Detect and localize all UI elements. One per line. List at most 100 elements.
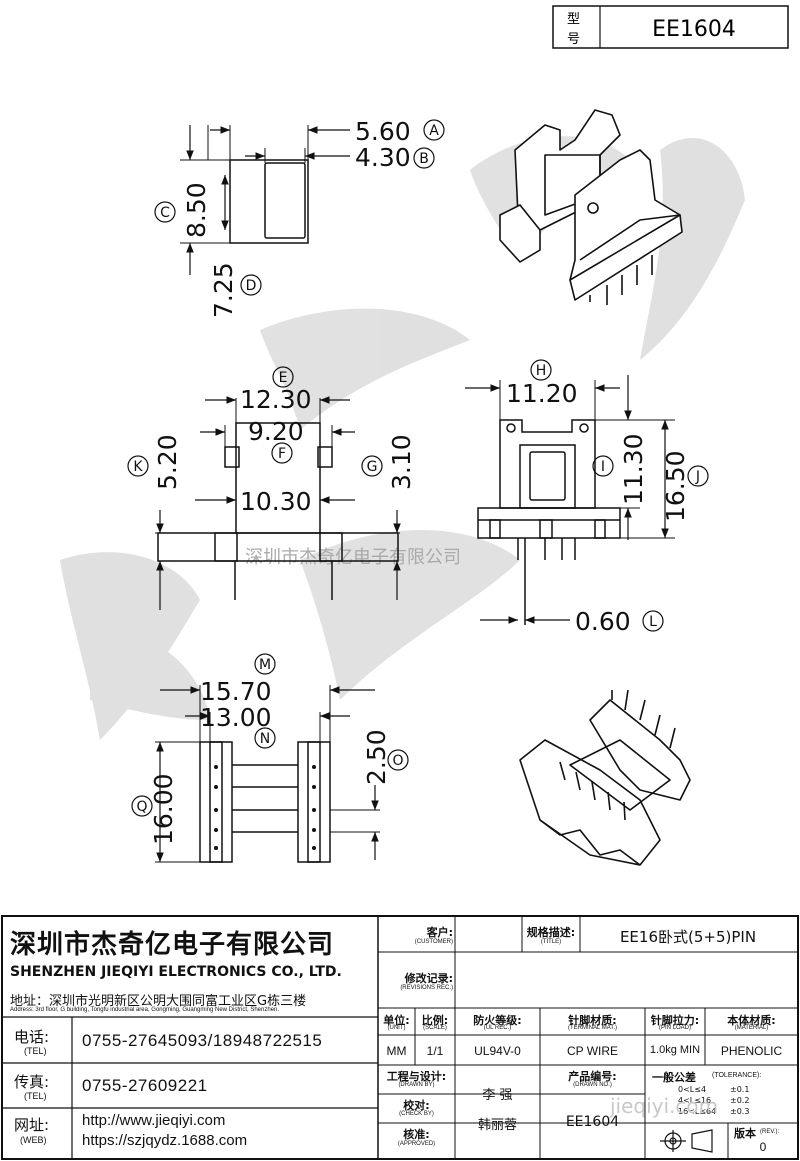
footer-watermark: jieqiyi.com [610,1094,719,1118]
svg-text:M: M [259,657,271,673]
check-label: 校对: [403,1099,430,1112]
revision-label: 版本 [734,1127,756,1140]
dim-o-value: 2.50 [362,729,391,785]
revision-label-en: (REV.): [760,1129,780,1135]
isometric-view-bottom [519,689,691,866]
pinload-label: 针脚拉力: [650,1014,700,1027]
approved-label-en: (APPROVED) [397,1141,436,1147]
dim-b-value: 4.30 [355,143,411,172]
dim-f-value: 9.20 [248,417,304,446]
tolerance-value-1: ±0.1 [730,1085,750,1094]
title-value: EE16卧式(5+5)PIN [619,928,757,946]
dim-q-value: 16.00 [149,773,178,845]
watermark-text: 深圳市杰奇亿电子有限公司 [245,547,461,568]
ul-value: UL94V-0 [474,1044,521,1058]
ref-c: C [154,201,176,223]
dim-g-value: 3.10 [387,434,416,490]
svg-text:Q: Q [136,799,147,815]
svg-text:G: G [367,459,378,475]
ref-k: K [127,455,149,477]
ref-m: M [254,653,276,675]
material-label: 本体材质: [727,1014,776,1027]
material-value: PHENOLIC [720,1044,783,1058]
web-link-2[interactable]: https://szjqydz.1688.com [82,1132,248,1149]
revision-value: 0 [759,1140,767,1154]
tel-label-en: (TEL) [24,1046,47,1056]
dim-m-value: 15.70 [200,677,272,706]
svg-text:D: D [246,278,257,294]
tel-label: 电话: [14,1028,50,1046]
dim-a-value: 5.60 [355,117,411,146]
terminal-label: 针脚材质: [568,1014,617,1027]
dim-l-value: 0.60 [575,607,631,636]
model-box [552,5,789,49]
ref-g: G [361,455,383,477]
svg-text:J: J [695,469,700,485]
company-name-en: SHENZHEN JIEQIYI ELECTRONICS CO., LTD. [10,964,342,980]
svg-text:E: E [279,370,288,386]
dim-j-value: 16.50 [661,450,690,522]
pinload-value: 1.0kg MIN [649,1044,701,1056]
check-label-en: (CHECK BY) [399,1111,434,1117]
tolerance-label-en: (TOLERANCE): [712,1072,762,1079]
dim-h-value: 11.20 [506,379,578,408]
ref-f: F [271,442,293,464]
fax-value: 0755-27609221 [82,1076,208,1095]
material-label-en: (MATERIAL) [734,1025,769,1031]
reference-letters: A B C D E F G K H I J L M N O Q [127,119,709,817]
drawn-label: 工程与设计: [386,1070,447,1083]
svg-text:N: N [260,731,270,747]
company-address-cn: 地址：深圳市光明新区公明大围同富工业区G栋三楼 [10,994,307,1009]
web-link-1[interactable]: http://www.jieqiyi.com [82,1112,226,1129]
tolerance-range-1: 0<L≤4 [678,1085,707,1094]
svg-text:F: F [278,446,286,462]
dim-c-value: 8.50 [182,182,211,238]
drawing-no-label: 产品编号: [568,1070,617,1083]
svg-text:I: I [601,459,605,475]
svg-text:B: B [419,151,429,167]
ref-a: A [423,119,445,141]
ref-e: E [272,366,294,388]
company-name-cn: 深圳市杰奇亿电子有限公司 [10,930,335,960]
unit-value: MM [386,1044,407,1058]
drawing-no-value: EE1604 [565,1114,620,1130]
tolerance-range-3: 16<L≤64 [678,1107,717,1116]
customer-label: 客户: [426,926,453,939]
ref-q: Q [131,795,153,817]
svg-text:A: A [429,123,439,139]
scale-value: 1/1 [426,1044,444,1058]
tolerance-range-2: 4<L≤16 [678,1096,712,1105]
svg-text:C: C [160,205,170,221]
title-block-grid [1,915,799,1160]
dim-k-value: 5.20 [153,434,182,490]
approved-value: 韩丽蓉 [477,1118,517,1133]
dim-i-value: 11.30 [619,433,648,505]
tel-value: 0755-27645093/18948722515 [82,1031,323,1050]
ref-i: I [592,455,614,477]
model-label-1: 型 [567,12,580,27]
terminal-label-en: (TERMINAL MAT.) [568,1025,617,1031]
scale-label-en: (SCALE) [423,1025,447,1031]
approved-label: 核准: [403,1128,430,1141]
drawn-label-en: (DRAWN BY) [398,1082,435,1088]
tolerance-value-3: ±0.3 [730,1107,750,1116]
web-label: 网址: [14,1116,50,1134]
scale-label: 比例: [421,1014,449,1027]
title-label-en: (TITLE) [540,939,562,945]
customer-label-en: (CUSTOMER) [414,939,453,945]
dim-e-value: 12.30 [240,385,312,414]
pinload-label-en: (PIN LOAD) [658,1025,691,1031]
fax-label-en: (TEL) [24,1091,47,1101]
terminal-value: CP WIRE [566,1044,619,1058]
ref-b: B [413,147,435,169]
revisions-label: 修改记录: [404,972,453,985]
unit-label: 单位: [383,1014,410,1027]
svg-text:L: L [649,614,657,630]
technical-drawing: 深圳市杰奇亿电子有限公司 型 号 EE1604 5.60 4.30 8.50 7… [60,5,789,866]
model-label-2: 号 [567,32,580,47]
title-label: 规格描述: [526,926,576,939]
ref-j: J [687,465,709,487]
drawing-no-label-en: (DRAWN NO.) [573,1082,612,1088]
company-address-en: Address: 3rd floor, G building, Tongfu i… [10,1007,280,1013]
dim-n-value: 13.00 [200,703,272,732]
